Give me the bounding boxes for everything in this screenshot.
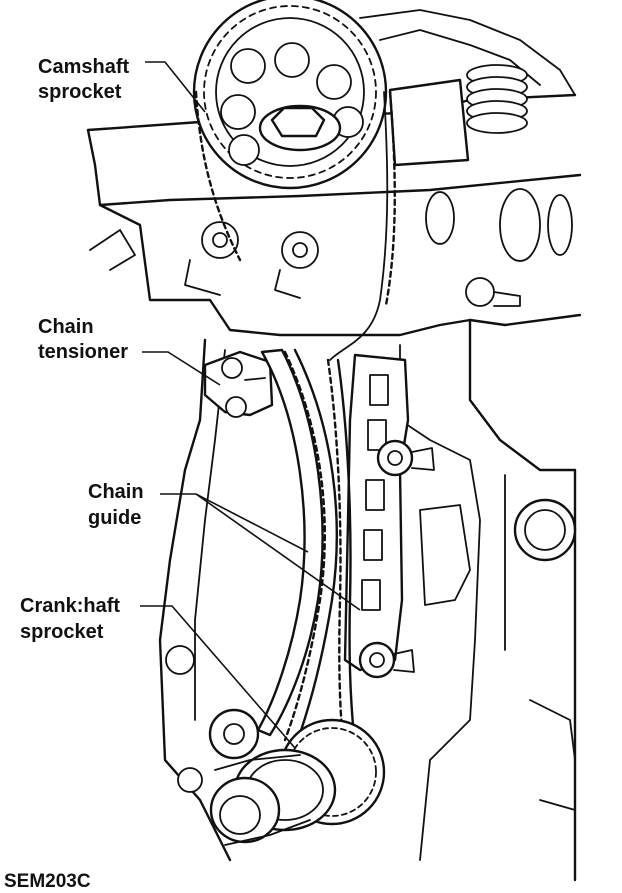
label-crankshaft-sprocket: Crank:haft sprocket bbox=[20, 595, 296, 749]
label-crankshaft-line1: Crank:haft bbox=[20, 595, 120, 617]
label-tensioner-line1: Chain bbox=[38, 316, 94, 338]
svg-text:Camshaft: Camshaft bbox=[38, 56, 129, 78]
leader-tensioner bbox=[142, 351, 221, 386]
valve-spring bbox=[466, 64, 528, 134]
leader-crankshaft bbox=[140, 605, 296, 749]
label-camshaft-line1: Camshaft bbox=[38, 56, 129, 78]
crankshaft-sprocket bbox=[208, 708, 386, 846]
leader-camshaft bbox=[145, 61, 206, 113]
svg-text:Chain: Chain bbox=[88, 481, 144, 503]
label-guide-line1: Chain bbox=[88, 481, 144, 503]
camshaft-sprocket bbox=[192, 0, 388, 190]
figure-code: SEM203C bbox=[4, 871, 91, 892]
label-tensioner-line2: tensioner bbox=[38, 341, 128, 363]
label-crankshaft-line2: sprocket bbox=[20, 621, 104, 643]
engine-block bbox=[158, 277, 577, 882]
label-chain-guide: Chain guide bbox=[88, 481, 361, 611]
svg-text:sprocket: sprocket bbox=[20, 621, 104, 643]
svg-text:Chain: Chain bbox=[38, 316, 94, 338]
svg-text:guide: guide bbox=[88, 507, 141, 529]
label-guide-line2: guide bbox=[88, 507, 141, 529]
label-camshaft-line2: sprocket bbox=[38, 81, 122, 103]
svg-text:Crank:haft: Crank:haft bbox=[20, 595, 120, 617]
timing-chain bbox=[194, 90, 396, 792]
label-camshaft-sprocket: Camshaft sprocket bbox=[38, 56, 206, 113]
svg-text:tensioner: tensioner bbox=[38, 341, 128, 363]
leader-guide-left bbox=[160, 493, 309, 553]
cylinder-head bbox=[86, 9, 582, 337]
label-chain-tensioner: Chain tensioner bbox=[38, 316, 221, 386]
chain-tensioner-part bbox=[203, 350, 274, 418]
leader-guide-right bbox=[195, 493, 361, 611]
svg-text:sprocket: sprocket bbox=[38, 81, 122, 103]
chain-guides bbox=[256, 348, 435, 737]
